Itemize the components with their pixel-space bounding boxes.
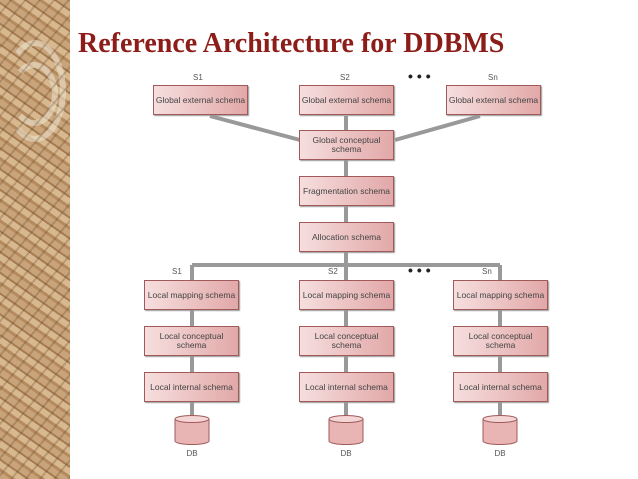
local-conceptual-schema-box: Local conceptual schema	[453, 326, 548, 356]
site-label-bottom: Sn	[482, 267, 492, 276]
local-conceptual-schema-box: Local conceptual schema	[299, 326, 394, 356]
site-label-bottom: S1	[172, 267, 182, 276]
db-label: DB	[340, 449, 352, 458]
local-conceptual-schema-box: Local conceptual schema	[144, 326, 239, 356]
db-label: DB	[494, 449, 506, 458]
local-internal-schema-box: Local internal schema	[299, 372, 394, 402]
site-label-top: S2	[340, 73, 350, 82]
global-external-schema-box: Global external schema	[299, 85, 394, 115]
global-external-schema-box: Global external schema	[446, 85, 541, 115]
fragmentation-schema-box: Fragmentation schema	[299, 176, 394, 206]
local-mapping-schema-box: Local mapping schema	[144, 280, 239, 310]
decorative-ring	[4, 40, 66, 142]
local-internal-schema-box: Local internal schema	[453, 372, 548, 402]
database-cylinder-icon	[328, 415, 364, 445]
site-label-top: S1	[193, 73, 203, 82]
local-mapping-schema-box: Local mapping schema	[299, 280, 394, 310]
database-cylinder-icon	[174, 415, 210, 445]
local-mapping-schema-box: Local mapping schema	[453, 280, 548, 310]
allocation-schema-box: Allocation schema	[299, 222, 394, 252]
site-label-top: Sn	[488, 73, 498, 82]
ellipsis: •••	[408, 262, 435, 278]
db-label: DB	[186, 449, 198, 458]
site-label-bottom: S2	[328, 267, 338, 276]
global-conceptual-schema-box: Global conceptual schema	[299, 130, 394, 160]
local-internal-schema-box: Local internal schema	[144, 372, 239, 402]
database-cylinder-icon	[482, 415, 518, 445]
stone-texture-sidebar	[0, 0, 70, 479]
ellipsis: •••	[408, 68, 435, 84]
slide-title: Reference Architecture for DDBMS	[78, 28, 505, 59]
decorative-ring	[10, 62, 58, 126]
global-external-schema-box: Global external schema	[153, 85, 248, 115]
